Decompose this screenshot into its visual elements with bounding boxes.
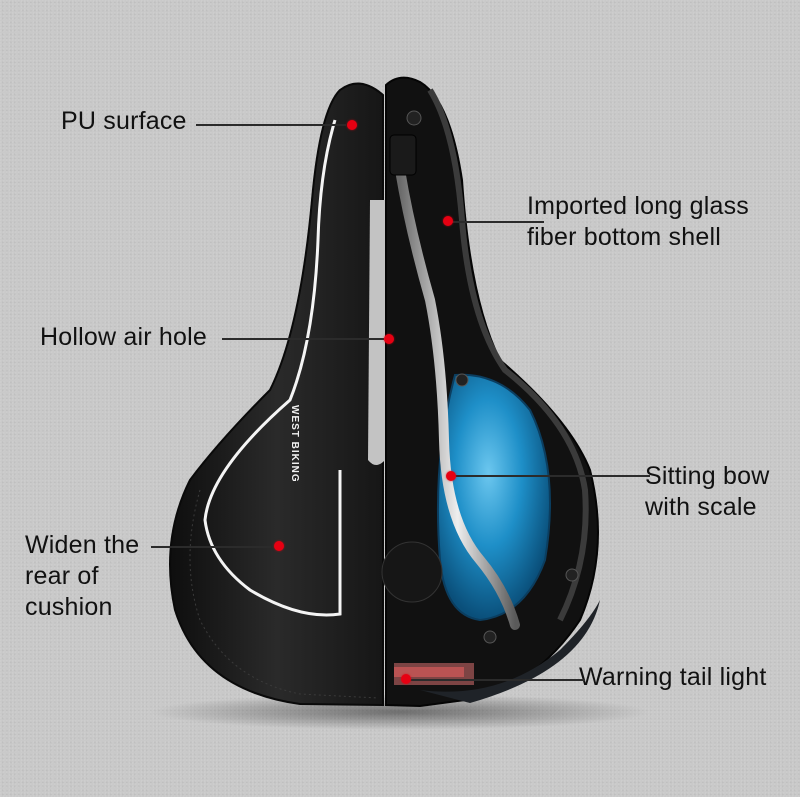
leader-line-pu-surface	[196, 124, 346, 126]
leader-line-widen-rear	[151, 546, 271, 548]
callout-dot-hollow-air-hole	[384, 334, 394, 344]
callout-dot-widen-rear	[274, 541, 284, 551]
callout-label-sitting-bow: Sitting bow with scale	[645, 462, 770, 521]
callout-dot-pu-surface	[347, 120, 357, 130]
callout-label-glass-fiber-shell: Imported long glass fiber bottom shell	[527, 192, 749, 251]
saddle-top-half	[169, 82, 385, 707]
saddle-bottom-half	[381, 76, 600, 708]
callout-label-widen-rear: Widen the rear of cushion	[25, 531, 140, 621]
callout-label-tail-light: Warning tail light	[579, 663, 767, 691]
callout-label-hollow-air-hole: Hollow air hole	[40, 323, 207, 351]
callout-dot-tail-light	[401, 674, 411, 684]
callout-dot-glass-fiber-shell	[443, 216, 453, 226]
leader-line-sitting-bow	[452, 475, 650, 477]
callout-dot-sitting-bow	[446, 471, 456, 481]
callout-label-pu-surface: PU surface	[61, 107, 187, 135]
leader-line-glass-fiber-shell	[452, 221, 544, 223]
brand-logo: WEST BIKING	[289, 405, 300, 483]
leader-line-hollow-air-hole	[222, 338, 384, 340]
leader-line-tail-light	[410, 679, 585, 681]
